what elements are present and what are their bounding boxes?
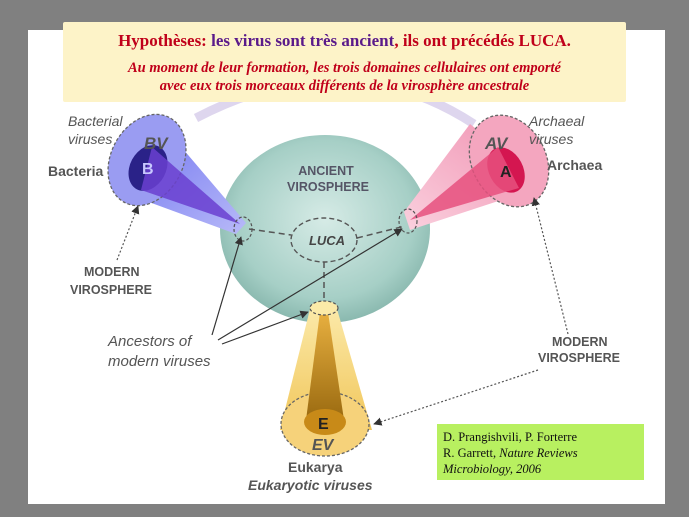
luca-connector-right: [356, 225, 406, 239]
eukaryotic-viruses-label: Eukaryotic viruses: [248, 477, 373, 493]
luca-connector-left: [248, 228, 292, 236]
arrow-modern-right: [531, 197, 569, 335]
av-label: AV: [484, 134, 509, 153]
credit-line-2: R. Garrett, Nature Reviews: [443, 445, 644, 461]
arrow-modern-eukarya: [373, 369, 539, 426]
title-part-3: , ils ont précédés LUCA.: [394, 31, 571, 50]
e-ellipse: [304, 409, 346, 435]
bacterial-viruses-label-2: viruses: [68, 131, 112, 147]
bacterial-viruses-label-1: Bacterial: [68, 113, 123, 129]
eukarya-cone-tip: [309, 300, 339, 316]
bv-label: BV: [144, 134, 169, 153]
modern-right-label-2: VIROSPHERE: [538, 351, 620, 365]
bacteria-cone-tip: [233, 216, 253, 242]
credit-journal: Nature Reviews: [499, 446, 578, 460]
a-inner-cone: [410, 147, 519, 220]
ev-label: EV: [312, 437, 335, 454]
archaeal-viruses-label-2: viruses: [529, 131, 573, 147]
arrow-ancestor-2: [217, 228, 403, 341]
arrow-ancestor-3: [221, 310, 309, 345]
modern-left-label-2: VIROSPHERE: [70, 283, 152, 297]
credit-line-1: D. Prangishvili, P. Forterre: [443, 430, 578, 444]
b-inner-cone: [141, 147, 240, 224]
e-label: E: [318, 416, 329, 433]
ancestors-label-1: Ancestors of: [107, 333, 193, 350]
b-label: B: [142, 161, 154, 178]
ancient-label-2: VIROSPHERE: [287, 180, 369, 194]
e-inner-cone: [306, 312, 344, 420]
credit-year: Microbiology, 2006: [443, 462, 542, 476]
subtitle: Au moment de leur formation, les trois d…: [63, 59, 626, 95]
eukarya-label: Eukarya: [288, 459, 343, 475]
title-part-1: Hypothèses:: [118, 31, 212, 50]
archaea-cone-tip: [398, 208, 418, 234]
modern-left-label-1: MODERN: [84, 265, 140, 279]
subtitle-line-2: avec eux trois morceaux différents de la…: [159, 78, 530, 94]
ancestors-label-2: modern viruses: [108, 353, 211, 370]
subtitle-line-1: Au moment de leur formation, les trois d…: [127, 60, 561, 76]
ancient-virosphere: [220, 135, 430, 323]
archaeal-viruses-label-1: Archaeal: [528, 113, 585, 129]
arrow-ancestor-1: [211, 236, 243, 336]
luca-label: LUCA: [309, 233, 345, 248]
ancient-label-1: ANCIENT: [298, 164, 354, 178]
a-label: A: [500, 164, 512, 181]
bacteria-label: Bacteria: [48, 163, 103, 179]
title-box: Hypothèses: les virus sont très ancient,…: [63, 22, 626, 102]
credit-box: D. Prangishvili, P. Forterre R. Garrett,…: [437, 424, 644, 480]
credit-author: R. Garrett,: [443, 446, 500, 460]
title: Hypothèses: les virus sont très ancient,…: [63, 31, 626, 51]
modern-right-label-1: MODERN: [552, 335, 608, 349]
title-part-2: les virus sont très ancient: [211, 31, 395, 50]
credit-line-3: Microbiology, 2006: [443, 461, 644, 477]
archaea-label: Archaea: [547, 157, 602, 173]
arrow-modern-left: [116, 205, 140, 261]
